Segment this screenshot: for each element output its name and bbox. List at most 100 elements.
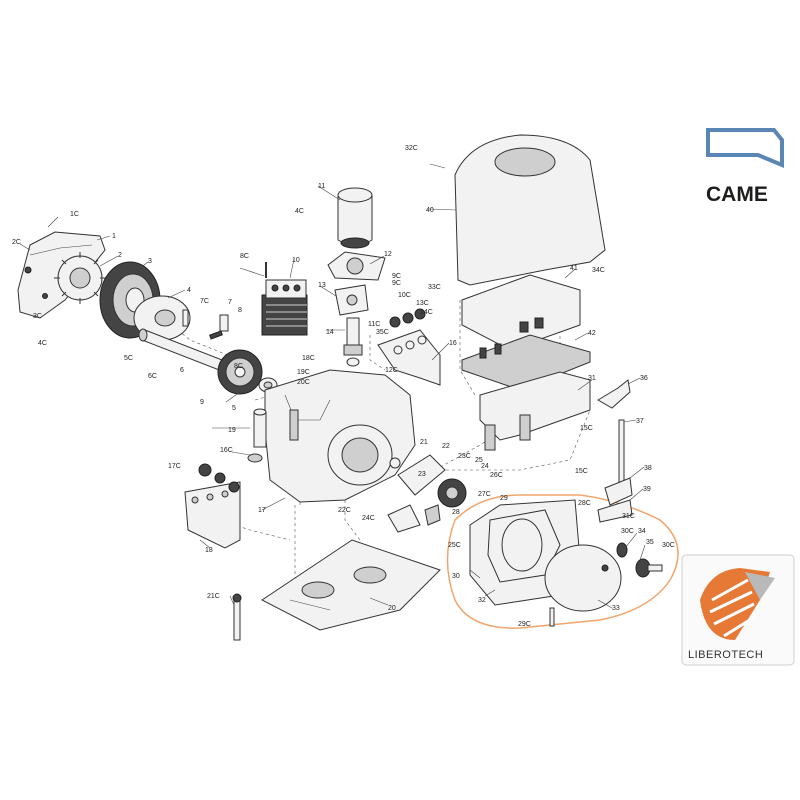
label-3c: 3C — [33, 313, 42, 320]
label-6: 6 — [180, 367, 184, 374]
label-17: 17 — [258, 507, 266, 514]
label-29c: 29C — [518, 621, 531, 628]
label-19c: 19C — [297, 369, 310, 376]
base-plate-part — [261, 539, 441, 631]
label-14: 14 — [326, 329, 334, 336]
label-2: 2 — [118, 252, 122, 259]
motor-shaft-part — [343, 317, 363, 367]
label-30c-b: 30C — [621, 528, 634, 535]
worm-gear-part — [217, 349, 263, 395]
label-2c: 2C — [12, 239, 21, 246]
label-3: 3 — [148, 258, 152, 265]
limit-switch-part — [377, 308, 441, 386]
label-10: 10 — [292, 257, 300, 264]
label-9c: 9C — [392, 273, 401, 280]
label-1: 1 — [112, 233, 116, 240]
liberotech-text: LIBEROTECH — [688, 649, 763, 661]
label-19: 19 — [228, 427, 236, 434]
label-26c: 26C — [490, 472, 503, 479]
main-cover-part — [454, 134, 606, 286]
label-37: 37 — [636, 418, 644, 425]
gearbox-housing-part — [264, 369, 416, 503]
flange-part — [133, 295, 191, 341]
label-5: 5 — [232, 405, 236, 412]
label-29: 29 — [500, 495, 508, 502]
plate-part — [334, 284, 369, 316]
label-20c: 20C — [297, 379, 310, 386]
label-42: 42 — [588, 330, 596, 337]
key-lock-part — [616, 542, 663, 578]
label-15c-b: 15C — [575, 468, 588, 475]
label-33c: 33C — [428, 284, 441, 291]
label-14c: 14C — [420, 309, 433, 316]
label-38: 38 — [644, 465, 652, 472]
label-4c-top: 4C — [295, 208, 304, 215]
label-23: 23 — [418, 471, 426, 478]
label-7c: 7C — [200, 298, 209, 305]
label-8: 8 — [238, 307, 242, 314]
label-31c: 31C — [622, 513, 635, 520]
label-11: 11 — [318, 183, 325, 190]
label-20: 20 — [388, 605, 396, 612]
label-21c: 21C — [207, 593, 220, 600]
label-11c: 11C — [368, 321, 380, 328]
came-logo: CAME — [706, 128, 784, 206]
lever-assembly-part — [597, 379, 633, 523]
cylinder-part — [247, 408, 267, 463]
part-number-labels: 1C 1 2C 2 3 3C 4 4C 5 5C 6 6C 7 7C 8 8C … — [12, 145, 675, 628]
label-8c: 8C — [240, 253, 249, 260]
label-6c: 6C — [148, 373, 157, 380]
label-34c: 34C — [592, 267, 605, 274]
label-4c: 4C — [38, 340, 47, 347]
label-31: 31 — [588, 375, 596, 382]
label-41: 41 — [570, 265, 578, 272]
label-39: 39 — [643, 486, 651, 493]
label-32c: 32C — [405, 145, 418, 152]
label-24: 24 — [481, 463, 489, 470]
label-12c: 12C — [385, 367, 398, 374]
label-7: 7 — [228, 299, 232, 306]
label-30c: 30C — [662, 542, 675, 549]
pin-parts — [182, 309, 229, 340]
label-1c: 1C — [70, 211, 79, 218]
label-33: 33 — [612, 605, 620, 612]
label-13c: 13C — [416, 300, 429, 307]
label-22: 22 — [442, 443, 450, 450]
label-8c-mid: 8C — [234, 363, 243, 370]
label-10c: 10C — [398, 292, 411, 299]
terminal-block-part — [184, 463, 241, 549]
label-40: 40 — [426, 207, 434, 214]
sprocket-gear-part — [54, 252, 106, 304]
release-cover-part — [544, 544, 622, 612]
label-34: 34 — [638, 528, 646, 535]
label-9: 9 — [200, 399, 204, 406]
release-lever-part — [387, 504, 441, 533]
output-pinion-part — [389, 454, 467, 508]
label-32: 32 — [478, 597, 486, 604]
label-35: 35 — [646, 539, 654, 546]
label-22c: 22C — [338, 507, 351, 514]
label-16c: 16C — [220, 447, 233, 454]
pin-29c — [549, 607, 555, 627]
label-28c: 28C — [578, 500, 591, 507]
label-18c: 18C — [302, 355, 315, 362]
label-27c: 27C — [478, 491, 491, 498]
label-28: 28 — [452, 509, 460, 516]
label-21: 21 — [420, 439, 428, 446]
label-4: 4 — [187, 287, 191, 294]
came-logo-text: CAME — [706, 183, 768, 206]
anchor-bolt-part — [232, 593, 242, 641]
label-35c: 35C — [376, 329, 389, 336]
control-board-part — [461, 274, 591, 391]
highlight-outline — [446, 494, 679, 629]
liberotech-logo: LIBEROTECH — [681, 554, 795, 666]
motor-part — [337, 187, 373, 249]
label-25c: 25C — [448, 542, 461, 549]
label-18: 18 — [205, 547, 213, 554]
label-9c-low: 9C — [392, 280, 401, 287]
label-36: 36 — [640, 375, 648, 382]
motor-mount-part — [327, 251, 386, 281]
label-12: 12 — [384, 251, 392, 258]
label-15c: 15C — [580, 425, 593, 432]
